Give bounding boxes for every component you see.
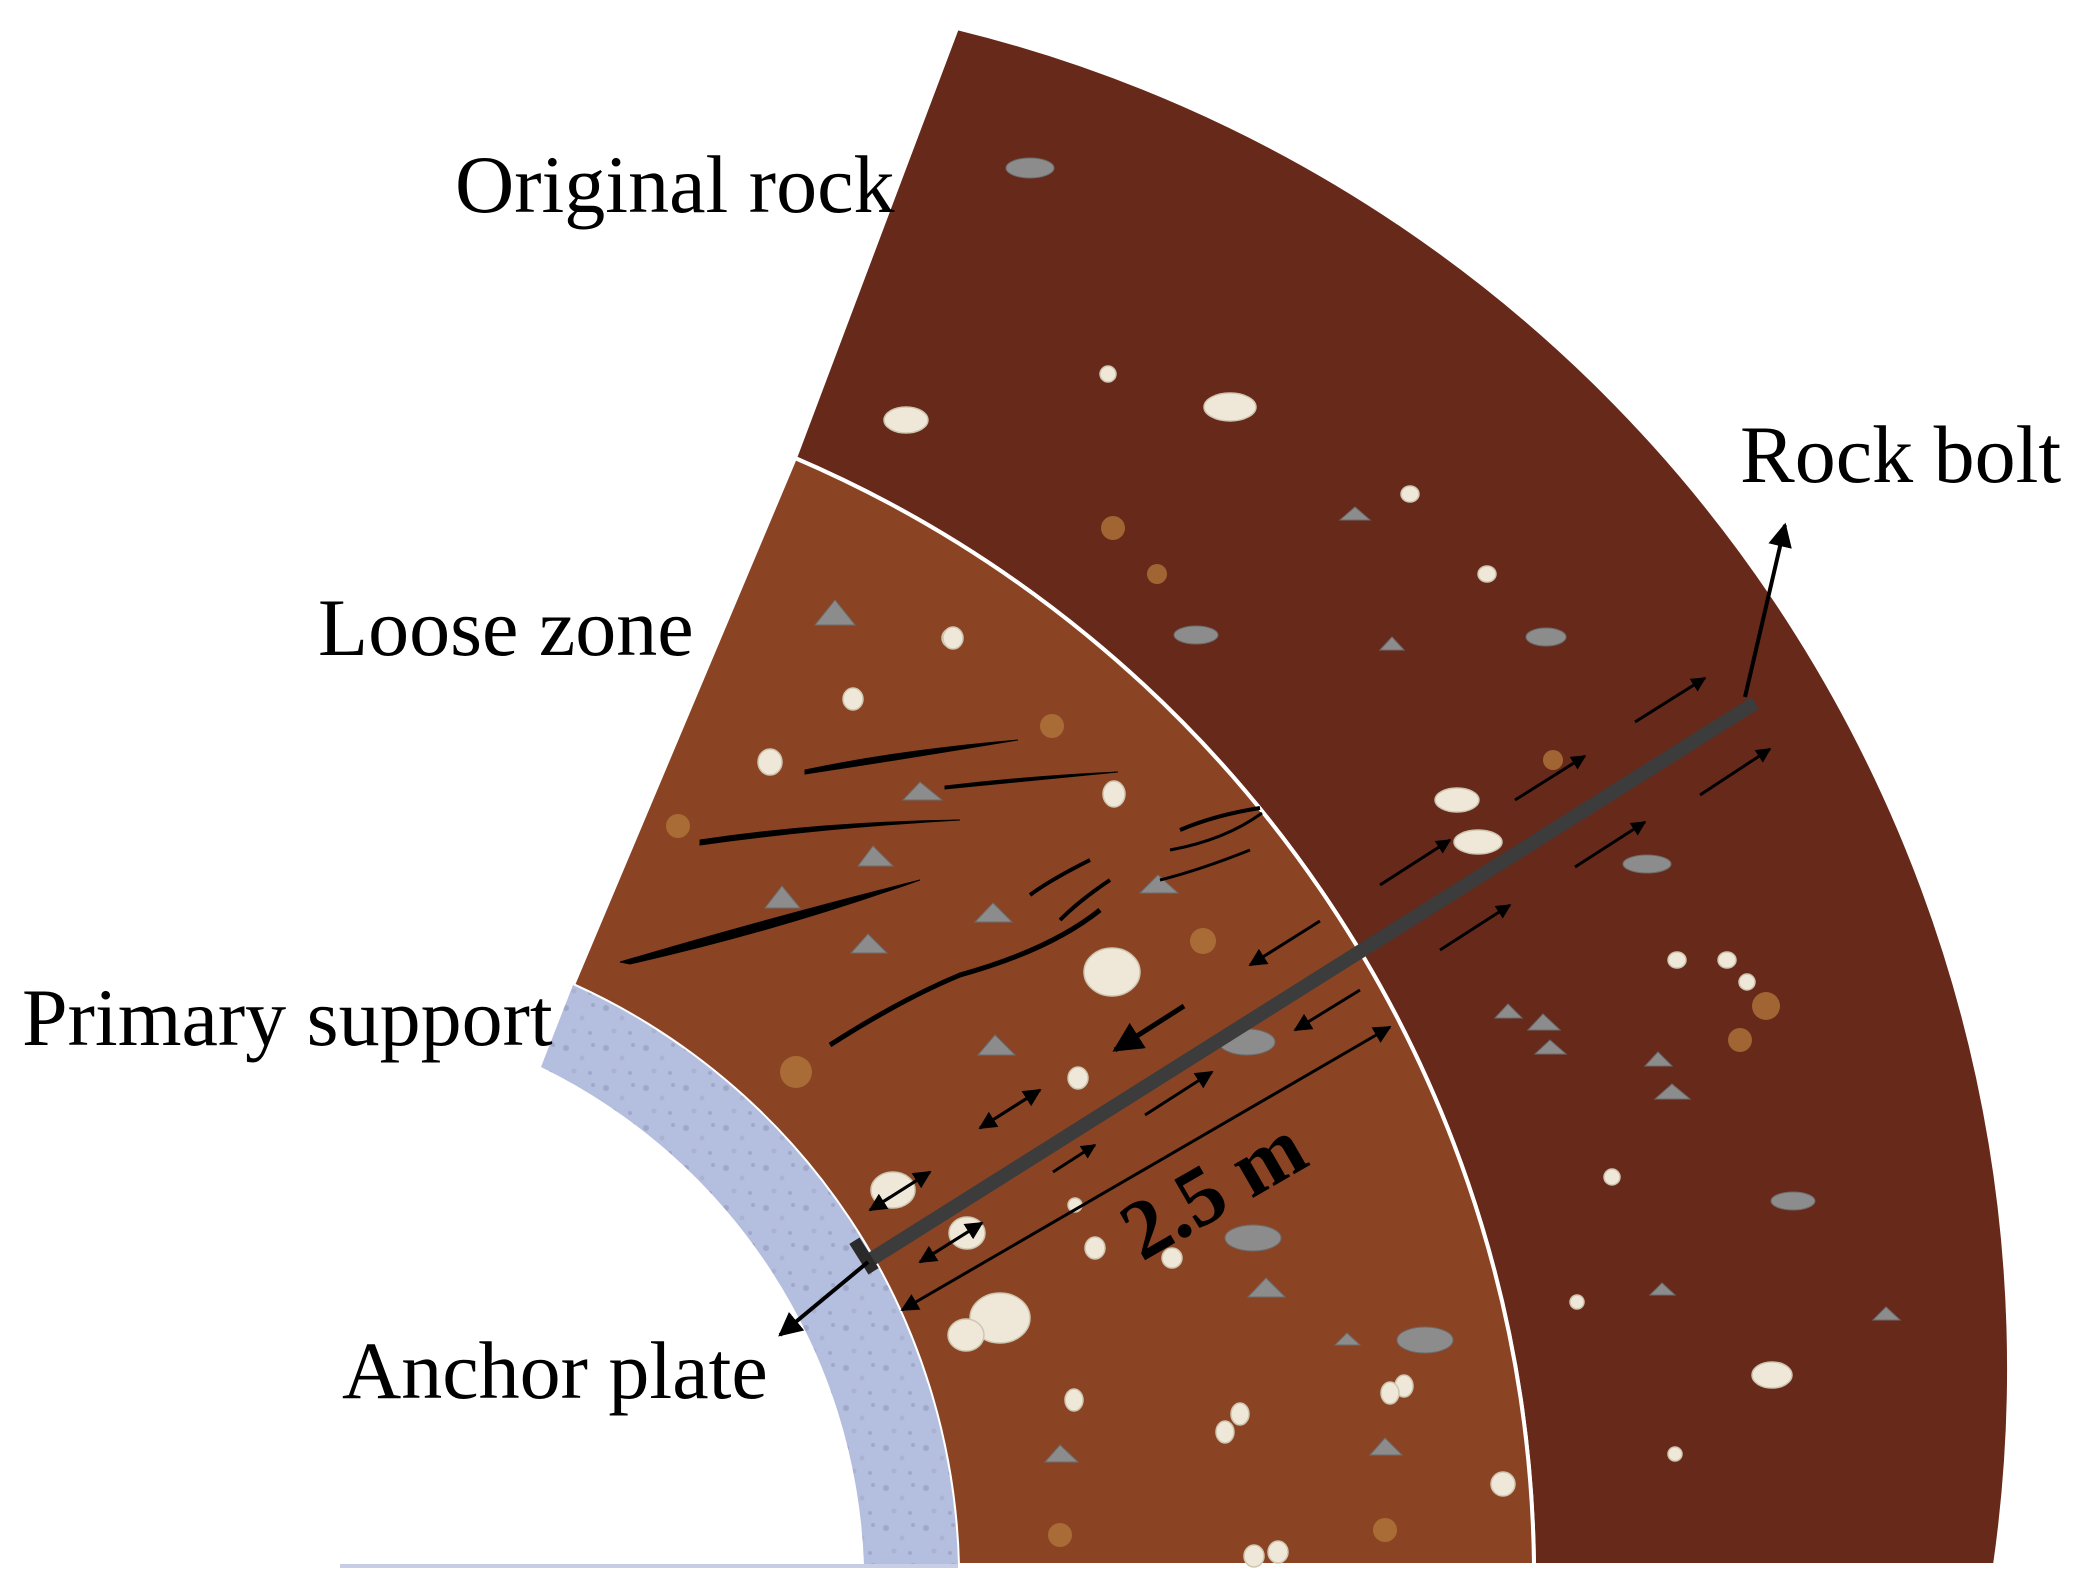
- pebble: [1203, 392, 1257, 422]
- pebble: [947, 1318, 985, 1352]
- pebble: [1380, 1381, 1400, 1405]
- stone: [763, 885, 802, 909]
- stone: [1871, 1306, 1902, 1321]
- pebble: [1267, 1540, 1289, 1564]
- pebble: [1569, 1294, 1585, 1310]
- force-arrow: [1293, 988, 1361, 1032]
- speckle: [1543, 750, 1563, 770]
- stone: [1338, 506, 1372, 521]
- stone: [813, 599, 857, 626]
- crack: [944, 771, 1119, 790]
- pebble: [1603, 1168, 1621, 1186]
- label-anchor-plate: Anchor plate: [342, 1325, 768, 1416]
- rock-bolt-leader: [1743, 522, 1792, 698]
- stone: [1770, 1191, 1816, 1211]
- pebble: [1751, 1361, 1793, 1389]
- crack: [804, 739, 1019, 775]
- pebble: [1434, 787, 1480, 813]
- pebble: [1064, 1388, 1084, 1412]
- force-arrow: [1699, 747, 1772, 797]
- force-arrow: [1248, 919, 1321, 967]
- stone: [1043, 1444, 1080, 1463]
- force-arrow: [1634, 676, 1707, 724]
- speckle: [1040, 714, 1064, 738]
- stone: [1138, 874, 1180, 894]
- stone: [1368, 1437, 1404, 1456]
- pebble: [870, 1171, 916, 1209]
- label-original-rock: Original rock: [455, 139, 894, 230]
- pebble: [842, 687, 864, 711]
- stone: [1653, 1083, 1692, 1100]
- speckle: [780, 1056, 812, 1088]
- pebble: [757, 748, 783, 776]
- pebble: [883, 406, 929, 434]
- crack: [1179, 806, 1261, 832]
- pebble: [1230, 1402, 1250, 1426]
- crack: [619, 879, 921, 965]
- pebble: [1067, 1066, 1089, 1090]
- crack: [828, 908, 1102, 1048]
- speckle: [1101, 516, 1125, 540]
- stone: [1526, 1013, 1562, 1031]
- force-arrow: [1439, 903, 1512, 952]
- crack: [1028, 858, 1091, 897]
- stone: [1005, 157, 1055, 179]
- force-arrow: [1379, 838, 1452, 887]
- pebble: [1667, 1446, 1683, 1462]
- speckle: [1728, 1028, 1752, 1052]
- stone: [849, 933, 889, 954]
- force-arrow: [1574, 820, 1647, 869]
- pebble: [1243, 1544, 1265, 1568]
- pebble: [942, 626, 964, 650]
- stone: [1643, 1051, 1674, 1067]
- stone: [1533, 1039, 1568, 1055]
- pebble: [1717, 951, 1737, 969]
- pebble: [1738, 973, 1756, 991]
- force-arrow: [1514, 754, 1587, 802]
- crack: [1058, 878, 1112, 922]
- pebble: [1490, 1471, 1516, 1497]
- dimension-arrow: [900, 1025, 1392, 1312]
- crack: [1169, 811, 1263, 852]
- stone: [973, 902, 1014, 923]
- anchor-plate-marker: [849, 1237, 879, 1275]
- speckle: [1373, 1518, 1397, 1542]
- stone: [857, 845, 895, 867]
- stone: [1493, 1003, 1524, 1019]
- pebble: [1102, 780, 1126, 808]
- stone: [1173, 625, 1219, 645]
- stone: [1622, 854, 1672, 874]
- primary-support-texture: [541, 985, 958, 1565]
- speckle: [1147, 564, 1167, 584]
- label-loose-zone: Loose zone: [318, 582, 694, 673]
- stone: [901, 781, 944, 801]
- stone: [1648, 1282, 1677, 1296]
- crack-group: [619, 739, 1263, 1048]
- pebble: [1453, 829, 1503, 855]
- speckle: [1190, 928, 1216, 954]
- anchor-plate-leader: [778, 1260, 870, 1337]
- speckle: [1048, 1523, 1072, 1547]
- stone: [1333, 1332, 1362, 1346]
- label-primary-support: Primary support: [22, 972, 553, 1063]
- label-rock-bolt: Rock bolt: [1740, 409, 2061, 500]
- stone: [1396, 1326, 1454, 1354]
- crack: [1159, 848, 1251, 882]
- speckle-patches: [666, 516, 1780, 1547]
- speckle: [1752, 992, 1780, 1020]
- pebble: [1477, 565, 1497, 583]
- crack: [699, 819, 961, 846]
- pebble: [1215, 1420, 1235, 1444]
- pebble: [1667, 951, 1687, 969]
- speckle: [666, 814, 690, 838]
- pebble: [1400, 485, 1420, 503]
- stone: [1525, 627, 1567, 647]
- pebble: [1084, 1236, 1106, 1260]
- pebble: [1099, 365, 1117, 383]
- stone: [1378, 636, 1406, 651]
- pebble: [1083, 947, 1141, 997]
